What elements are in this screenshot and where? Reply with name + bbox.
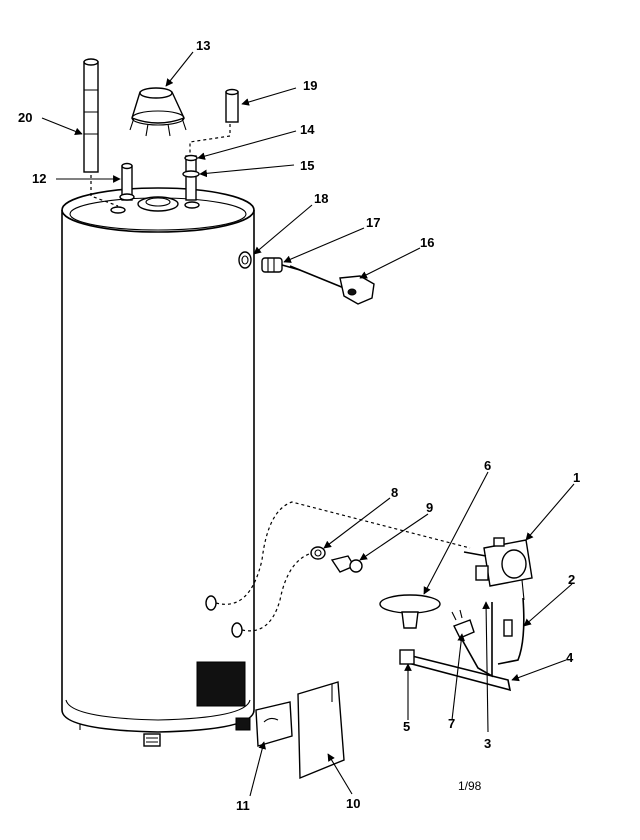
part-12-nipple — [119, 162, 135, 201]
part-19-anode — [189, 88, 239, 156]
callout-9: 9 — [426, 500, 433, 515]
callout-17: 17 — [366, 215, 380, 230]
access-vent — [196, 661, 246, 707]
part-6-burner — [379, 594, 441, 629]
callout-7: 7 — [448, 716, 455, 731]
callout-1: 1 — [573, 470, 580, 485]
callout-15: 15 — [300, 158, 314, 173]
callout-4: 4 — [566, 650, 574, 665]
callout-14: 14 — [300, 122, 315, 137]
part-7-pilot — [451, 609, 475, 639]
callout-20: 20 — [18, 110, 32, 125]
callout-12: 12 — [32, 171, 46, 186]
part-4-manifold — [411, 654, 512, 692]
part-10-outer-door — [297, 681, 345, 780]
date-code: 1/98 — [458, 779, 482, 793]
callout-13: 13 — [196, 38, 210, 53]
callout-19: 19 — [303, 78, 317, 93]
callout-11: 11 — [236, 798, 250, 813]
leader-lines — [41, 51, 575, 797]
callout-16: 16 — [420, 235, 434, 250]
callout-18: 18 — [314, 191, 328, 206]
part-1-gas-valve — [463, 537, 533, 601]
part-3-pilot-tube — [459, 602, 493, 678]
tank — [61, 187, 255, 747]
part-8-gasket — [310, 546, 326, 560]
part-13-draft-hood — [129, 87, 187, 137]
part-9-fitting — [330, 555, 363, 573]
callout-10: 10 — [346, 796, 360, 811]
callout-8: 8 — [391, 485, 398, 500]
part-14-15-outlet — [182, 154, 200, 201]
part-2-thermocouple — [497, 597, 525, 665]
callout-6: 6 — [484, 458, 491, 473]
callout-3: 3 — [484, 736, 491, 751]
callout-5: 5 — [403, 719, 410, 734]
part-17-well — [261, 257, 301, 273]
part-20-dip-tube — [83, 58, 119, 207]
callout-labels: 1 2 3 4 5 6 7 8 9 10 11 12 13 14 15 16 1… — [18, 38, 580, 813]
part-16-sensor — [289, 265, 375, 305]
part-5-orifice — [399, 649, 415, 665]
part-11-inner-door — [255, 701, 293, 747]
callout-2: 2 — [568, 572, 575, 587]
